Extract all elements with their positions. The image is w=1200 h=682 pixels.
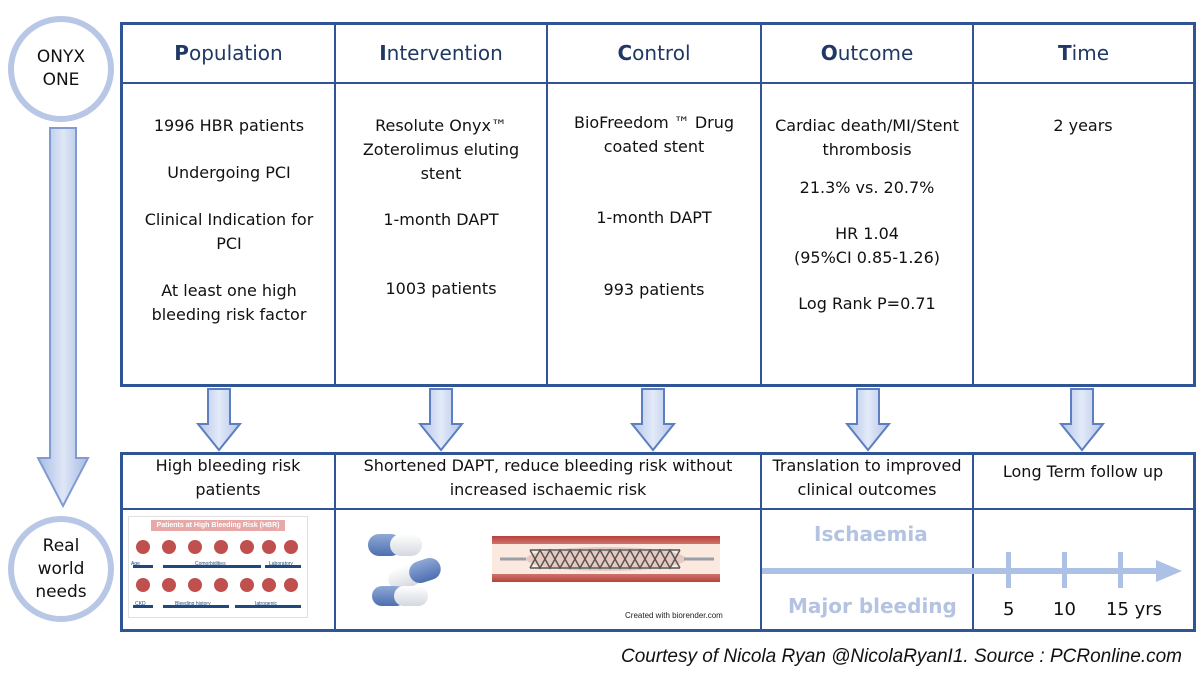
pill-icon [368,534,422,556]
timeline-tick-10: 10 [1053,599,1076,620]
timeline-tick-5: 5 [1003,599,1015,620]
stent-icon [492,536,720,582]
down-arrow-icon [195,388,243,452]
need-hbr: High bleeding risk patients [155,456,301,499]
source-credit: Courtesy of Nicola Ryan @NicolaRyanI1. S… [620,646,1182,667]
real-world-needs-circle: Real world needs [8,516,114,622]
down-arrow-icon [1058,388,1106,452]
biorender-caption: Created with biorender.com [625,611,723,620]
hbr-infographic: Patients at High Bleeding Risk (HBR) Age… [128,516,308,618]
major-bleeding-label: Major bleeding [788,594,957,618]
onyx-one-circle: ONYX ONE [8,16,114,122]
need-dapt: Shortened DAPT, reduce bleeding risk wit… [363,456,733,499]
pills-and-stent-illustration: Created with biorender.com [368,534,723,620]
intervention-column: Resolute Onyx™ Zoterolimus eluting stent… [362,116,520,298]
arrow-connectors [195,388,1106,452]
control-column: BioFreedom ™ Drug coated stent 1-month D… [573,113,735,299]
time-column: 2 years [1053,116,1113,135]
need-translation: Translation to improved clinical outcome… [772,456,962,499]
hbr-icon-grid [133,540,301,608]
down-arrow-icon [629,388,677,452]
need-followup: Long Term follow up [1002,462,1164,481]
ischaemia-label: Ischaemia [814,522,928,546]
timeline-arrow [762,552,1182,588]
timeline-tick-15: 15 yrs [1106,599,1163,620]
hbr-title: Patients at High Bleeding Risk (HBR) [151,520,285,531]
population-column: 1996 HBR patients Undergoing PCI Clinica… [144,116,314,324]
down-arrow-icon [844,388,892,452]
pill-icon [372,586,428,606]
pill-icon [388,557,441,590]
down-arrow-icon [417,388,465,452]
down-arrow-icon [36,127,90,509]
outcome-column: Cardiac death/MI/Stent thrombosis 21.3% … [775,116,959,313]
